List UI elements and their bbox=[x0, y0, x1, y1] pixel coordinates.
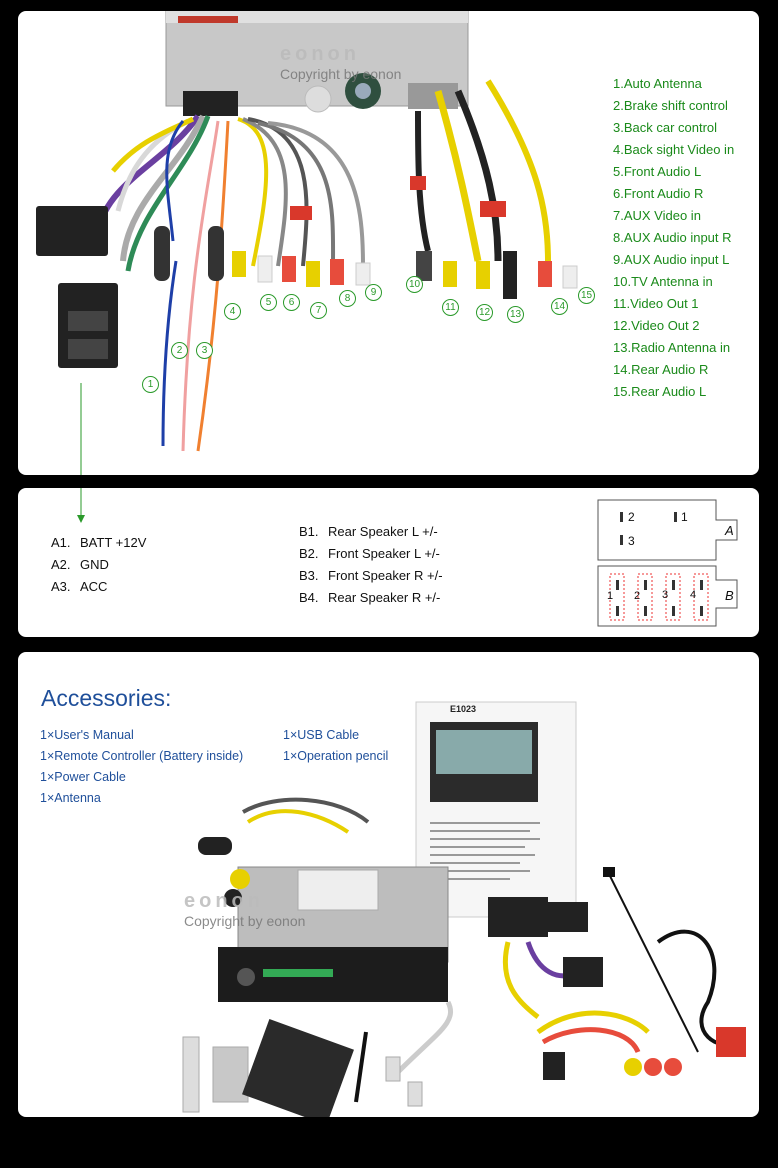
connector-b-pin-3: 3 bbox=[662, 589, 668, 601]
watermark-brand: eonon bbox=[280, 43, 360, 65]
watermark-text: Copyright by eonon bbox=[280, 66, 402, 82]
callout-13: 13 bbox=[507, 306, 524, 323]
accessory-item: 1×Antenna bbox=[40, 791, 101, 805]
accessory-item: 1×User's Manual bbox=[40, 728, 134, 742]
legend-item: 9.AUX Audio input L bbox=[613, 252, 730, 267]
pin-label: BATT +12V bbox=[80, 535, 147, 550]
legend-item: 14.Rear Audio R bbox=[613, 362, 709, 377]
pin-label: Front Speaker R +/- bbox=[328, 568, 443, 583]
pin-label: Front Speaker L +/- bbox=[328, 546, 440, 561]
pin-code: A1. bbox=[51, 535, 71, 550]
accessory-item: 1×Power Cable bbox=[40, 770, 126, 784]
pin-code: A2. bbox=[51, 557, 71, 572]
legend-item: 3.Back car control bbox=[613, 120, 718, 135]
pin-row: B2. Front Speaker L +/- bbox=[299, 543, 443, 565]
connector-b-pin-2: 2 bbox=[634, 590, 640, 602]
pin-code: A3. bbox=[51, 579, 71, 594]
callout-9: 9 bbox=[365, 284, 382, 301]
connector-b-pin-4: 4 bbox=[690, 589, 696, 601]
accessory-item: 1×Operation pencil bbox=[283, 749, 389, 763]
callout-2: 2 bbox=[171, 342, 188, 359]
callout-3: 3 bbox=[196, 342, 213, 359]
callout-6: 6 bbox=[283, 294, 300, 311]
pin-row: B4. Rear Speaker R +/- bbox=[299, 587, 443, 609]
pin-list-b: B1. Rear Speaker L +/- B2. Front Speaker L… bbox=[299, 521, 443, 609]
callout-15: 15 bbox=[578, 287, 595, 304]
watermark: eonon Copyright by eonon bbox=[280, 43, 401, 82]
pin-code: B4. bbox=[299, 590, 319, 605]
connector-row-a-label: A bbox=[724, 523, 734, 538]
pin-label: GND bbox=[80, 557, 109, 572]
wiring-legend: 1.Auto Antenna 2.Brake shift control 3.B… bbox=[613, 73, 734, 403]
legend-item: 6.Front Audio R bbox=[613, 186, 704, 201]
pin-row: A3. ACC bbox=[51, 576, 146, 598]
legend-item: 13.Radio Antenna in bbox=[613, 340, 731, 355]
arrow-down-icon bbox=[77, 488, 85, 523]
callout-14: 14 bbox=[551, 298, 568, 315]
accessories-title: Accessories: bbox=[41, 685, 172, 711]
connector-row-b-label: B bbox=[725, 588, 734, 603]
legend-item: 8.AUX Audio input R bbox=[613, 230, 732, 245]
pin-label: Rear Speaker R +/- bbox=[328, 590, 441, 605]
iso-connector-diagram: 2 1 3 A B 1 2 3 4 bbox=[597, 499, 738, 627]
connector-a-pin-2: 2 bbox=[628, 510, 635, 524]
legend-item: 12.Video Out 2 bbox=[613, 318, 700, 333]
pin-row: A1. BATT +12V bbox=[51, 532, 146, 554]
legend-item: 5.Front Audio L bbox=[613, 164, 702, 179]
pin-list-a: A1. BATT +12V A2. GND A3. ACC bbox=[51, 532, 146, 598]
legend-item: 10.TV Antenna in bbox=[613, 274, 713, 289]
pin-row: A2. GND bbox=[51, 554, 146, 576]
accessories-panel: Accessories: 1×User's Manual 1×Remote Co… bbox=[18, 652, 759, 1117]
connector-a-pin-1: 1 bbox=[681, 510, 688, 524]
pin-row: B3. Front Speaker R +/- bbox=[299, 565, 443, 587]
accessories-list-2: 1×USB Cable 1×Operation pencil bbox=[283, 725, 388, 767]
callout-8: 8 bbox=[339, 290, 356, 307]
callout-10: 10 bbox=[406, 276, 423, 293]
watermark-brand: eonon bbox=[184, 890, 264, 912]
pinout-panel: A1. BATT +12V A2. GND A3. ACC B1. Rear Speak… bbox=[18, 488, 759, 637]
watermark: eonon Copyright by eonon bbox=[184, 890, 305, 929]
wiring-panel: eonon Copyright by eonon 1 2 3 4 5 6 7 8… bbox=[18, 11, 759, 475]
connector-a-pin-3: 3 bbox=[628, 534, 635, 548]
legend-item: 4.Back sight Video in bbox=[613, 142, 735, 157]
callout-4: 4 bbox=[224, 303, 241, 320]
callout-1: 1 bbox=[142, 376, 159, 393]
callout-5: 5 bbox=[260, 294, 277, 311]
pin-code: B3. bbox=[299, 568, 319, 583]
legend-item: 1.Auto Antenna bbox=[613, 76, 702, 91]
pin-row: B1. Rear Speaker L +/- bbox=[299, 521, 443, 543]
callout-11: 11 bbox=[442, 299, 459, 316]
pin-label: ACC bbox=[80, 579, 108, 594]
legend-item: 11.Video Out 1 bbox=[613, 296, 699, 311]
connector-b-pin-1: 1 bbox=[607, 590, 613, 602]
legend-item: 7.AUX Video in bbox=[613, 208, 701, 223]
pin-code: B2. bbox=[299, 546, 319, 561]
pin-code: B1. bbox=[299, 524, 319, 539]
wiring-harness-photo bbox=[36, 11, 578, 475]
callout-7: 7 bbox=[310, 302, 327, 319]
pin-label: Rear Speaker L +/- bbox=[328, 524, 438, 539]
legend-item: 15.Rear Audio L bbox=[613, 384, 707, 399]
accessories-list-1: 1×User's Manual 1×Remote Controller (Bat… bbox=[40, 725, 243, 809]
watermark-text: Copyright by eonon bbox=[184, 913, 306, 929]
manual-model: E1023 bbox=[450, 704, 477, 714]
accessory-item: 1×USB Cable bbox=[283, 728, 360, 742]
callout-12: 12 bbox=[476, 304, 493, 321]
legend-item: 2.Brake shift control bbox=[613, 98, 728, 113]
accessory-item: 1×Remote Controller (Battery inside) bbox=[40, 749, 244, 763]
accessories-photo bbox=[182, 701, 746, 1117]
